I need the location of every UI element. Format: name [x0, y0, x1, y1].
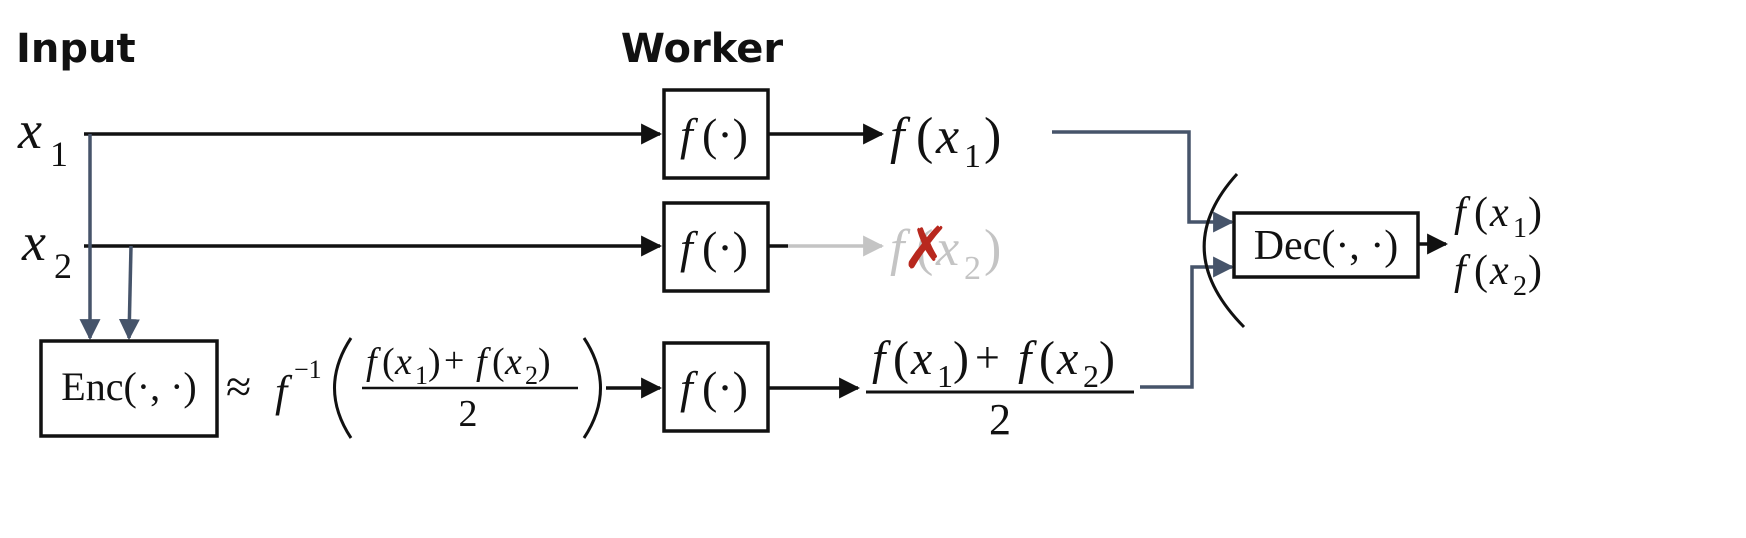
encoder-formula: ≈ f −1 f ( x 1 ) + f ( x 2 ) 2	[226, 337, 602, 439]
svg-text:2: 2	[525, 361, 538, 390]
decoder-input-bracket	[1202, 172, 1246, 329]
svg-text:+: +	[975, 333, 1000, 382]
svg-text:(: (	[916, 108, 933, 165]
svg-text:): )	[984, 220, 1001, 277]
svg-text:x: x	[1489, 248, 1509, 294]
right-paren	[582, 337, 602, 439]
svg-text:): )	[1528, 190, 1542, 236]
svg-text:x: x	[1056, 332, 1078, 385]
svg-text:x: x	[21, 212, 46, 272]
svg-text:): )	[953, 332, 969, 385]
svg-text:x: x	[910, 332, 932, 385]
svg-text:(·): (·)	[702, 109, 748, 160]
decoder-box: Dec(·, ·)	[1232, 211, 1420, 279]
svg-text:(: (	[382, 341, 395, 383]
worker-heading: Worker	[621, 26, 784, 72]
svg-text:f: f	[366, 341, 381, 383]
svg-text:x: x	[504, 341, 522, 383]
coded-to-decoder-connector	[1140, 256, 1235, 389]
svg-text:x: x	[1489, 190, 1509, 236]
svg-text:f: f	[872, 332, 891, 385]
svg-text:x: x	[17, 100, 42, 160]
svg-text:): )	[1099, 332, 1115, 385]
svg-text:2: 2	[1083, 358, 1099, 394]
svg-text:(: (	[1474, 248, 1488, 294]
svg-text:): )	[428, 341, 441, 383]
svg-text:Enc(·, ·): Enc(·, ·)	[61, 364, 196, 409]
worker-1-box: f (·)	[662, 88, 770, 180]
svg-text:f: f	[1454, 248, 1471, 294]
decoder-output-f-x1: f ( x 1 )	[1454, 190, 1542, 244]
svg-text:x: x	[935, 220, 959, 277]
svg-text:+: +	[444, 340, 464, 380]
svg-text:1: 1	[937, 358, 953, 394]
input-x1: x 1	[17, 100, 68, 174]
svg-text:(·): (·)	[702, 362, 748, 413]
failure-cross-icon: ✗	[902, 214, 951, 282]
svg-text:(: (	[893, 332, 909, 385]
svg-text:2: 2	[54, 246, 72, 286]
encoder-box: Enc(·, ·)	[39, 339, 219, 438]
svg-text:f: f	[1018, 332, 1037, 385]
output-f-x1: f ( x 1 )	[890, 108, 1001, 175]
svg-text:(: (	[1039, 332, 1055, 385]
worker-3-box: f (·)	[662, 341, 770, 433]
svg-text:f: f	[1454, 190, 1471, 236]
svg-text:1: 1	[415, 361, 428, 390]
left-paren	[333, 337, 353, 439]
svg-text:): )	[1528, 248, 1542, 294]
svg-text:−1: −1	[294, 355, 322, 384]
svg-text:): )	[984, 108, 1001, 165]
svg-text:x: x	[935, 108, 959, 165]
svg-text:2: 2	[989, 395, 1011, 444]
worker-2-box: f (·)	[662, 201, 770, 293]
svg-text:(: (	[1474, 190, 1488, 236]
input-heading: Input	[16, 26, 136, 72]
svg-text:2: 2	[964, 250, 981, 287]
svg-text:2: 2	[1513, 271, 1527, 302]
f-x1-to-decoder-connector	[1052, 130, 1235, 233]
svg-text:Dec(·, ·): Dec(·, ·)	[1254, 223, 1399, 269]
svg-text:1: 1	[50, 134, 68, 174]
svg-text:1: 1	[964, 138, 981, 175]
x2-to-encoder-arrow	[118, 245, 140, 341]
svg-text:≈: ≈	[226, 361, 251, 412]
svg-text:f: f	[890, 108, 911, 165]
svg-text:): )	[538, 341, 551, 383]
coded-output-fraction: f ( x 1 ) + f ( x 2 ) 2	[866, 332, 1134, 444]
svg-text:f: f	[275, 367, 293, 416]
svg-text:1: 1	[1513, 213, 1527, 244]
svg-text:(: (	[492, 341, 505, 383]
decoder-output-f-x2: f ( x 2 )	[1454, 248, 1542, 302]
svg-text:f: f	[476, 341, 491, 383]
svg-text:x: x	[394, 341, 412, 383]
svg-text:2: 2	[459, 393, 478, 435]
input-x2: x 2	[21, 212, 72, 286]
svg-text:(: (	[916, 220, 933, 277]
svg-text:(·): (·)	[702, 222, 748, 273]
